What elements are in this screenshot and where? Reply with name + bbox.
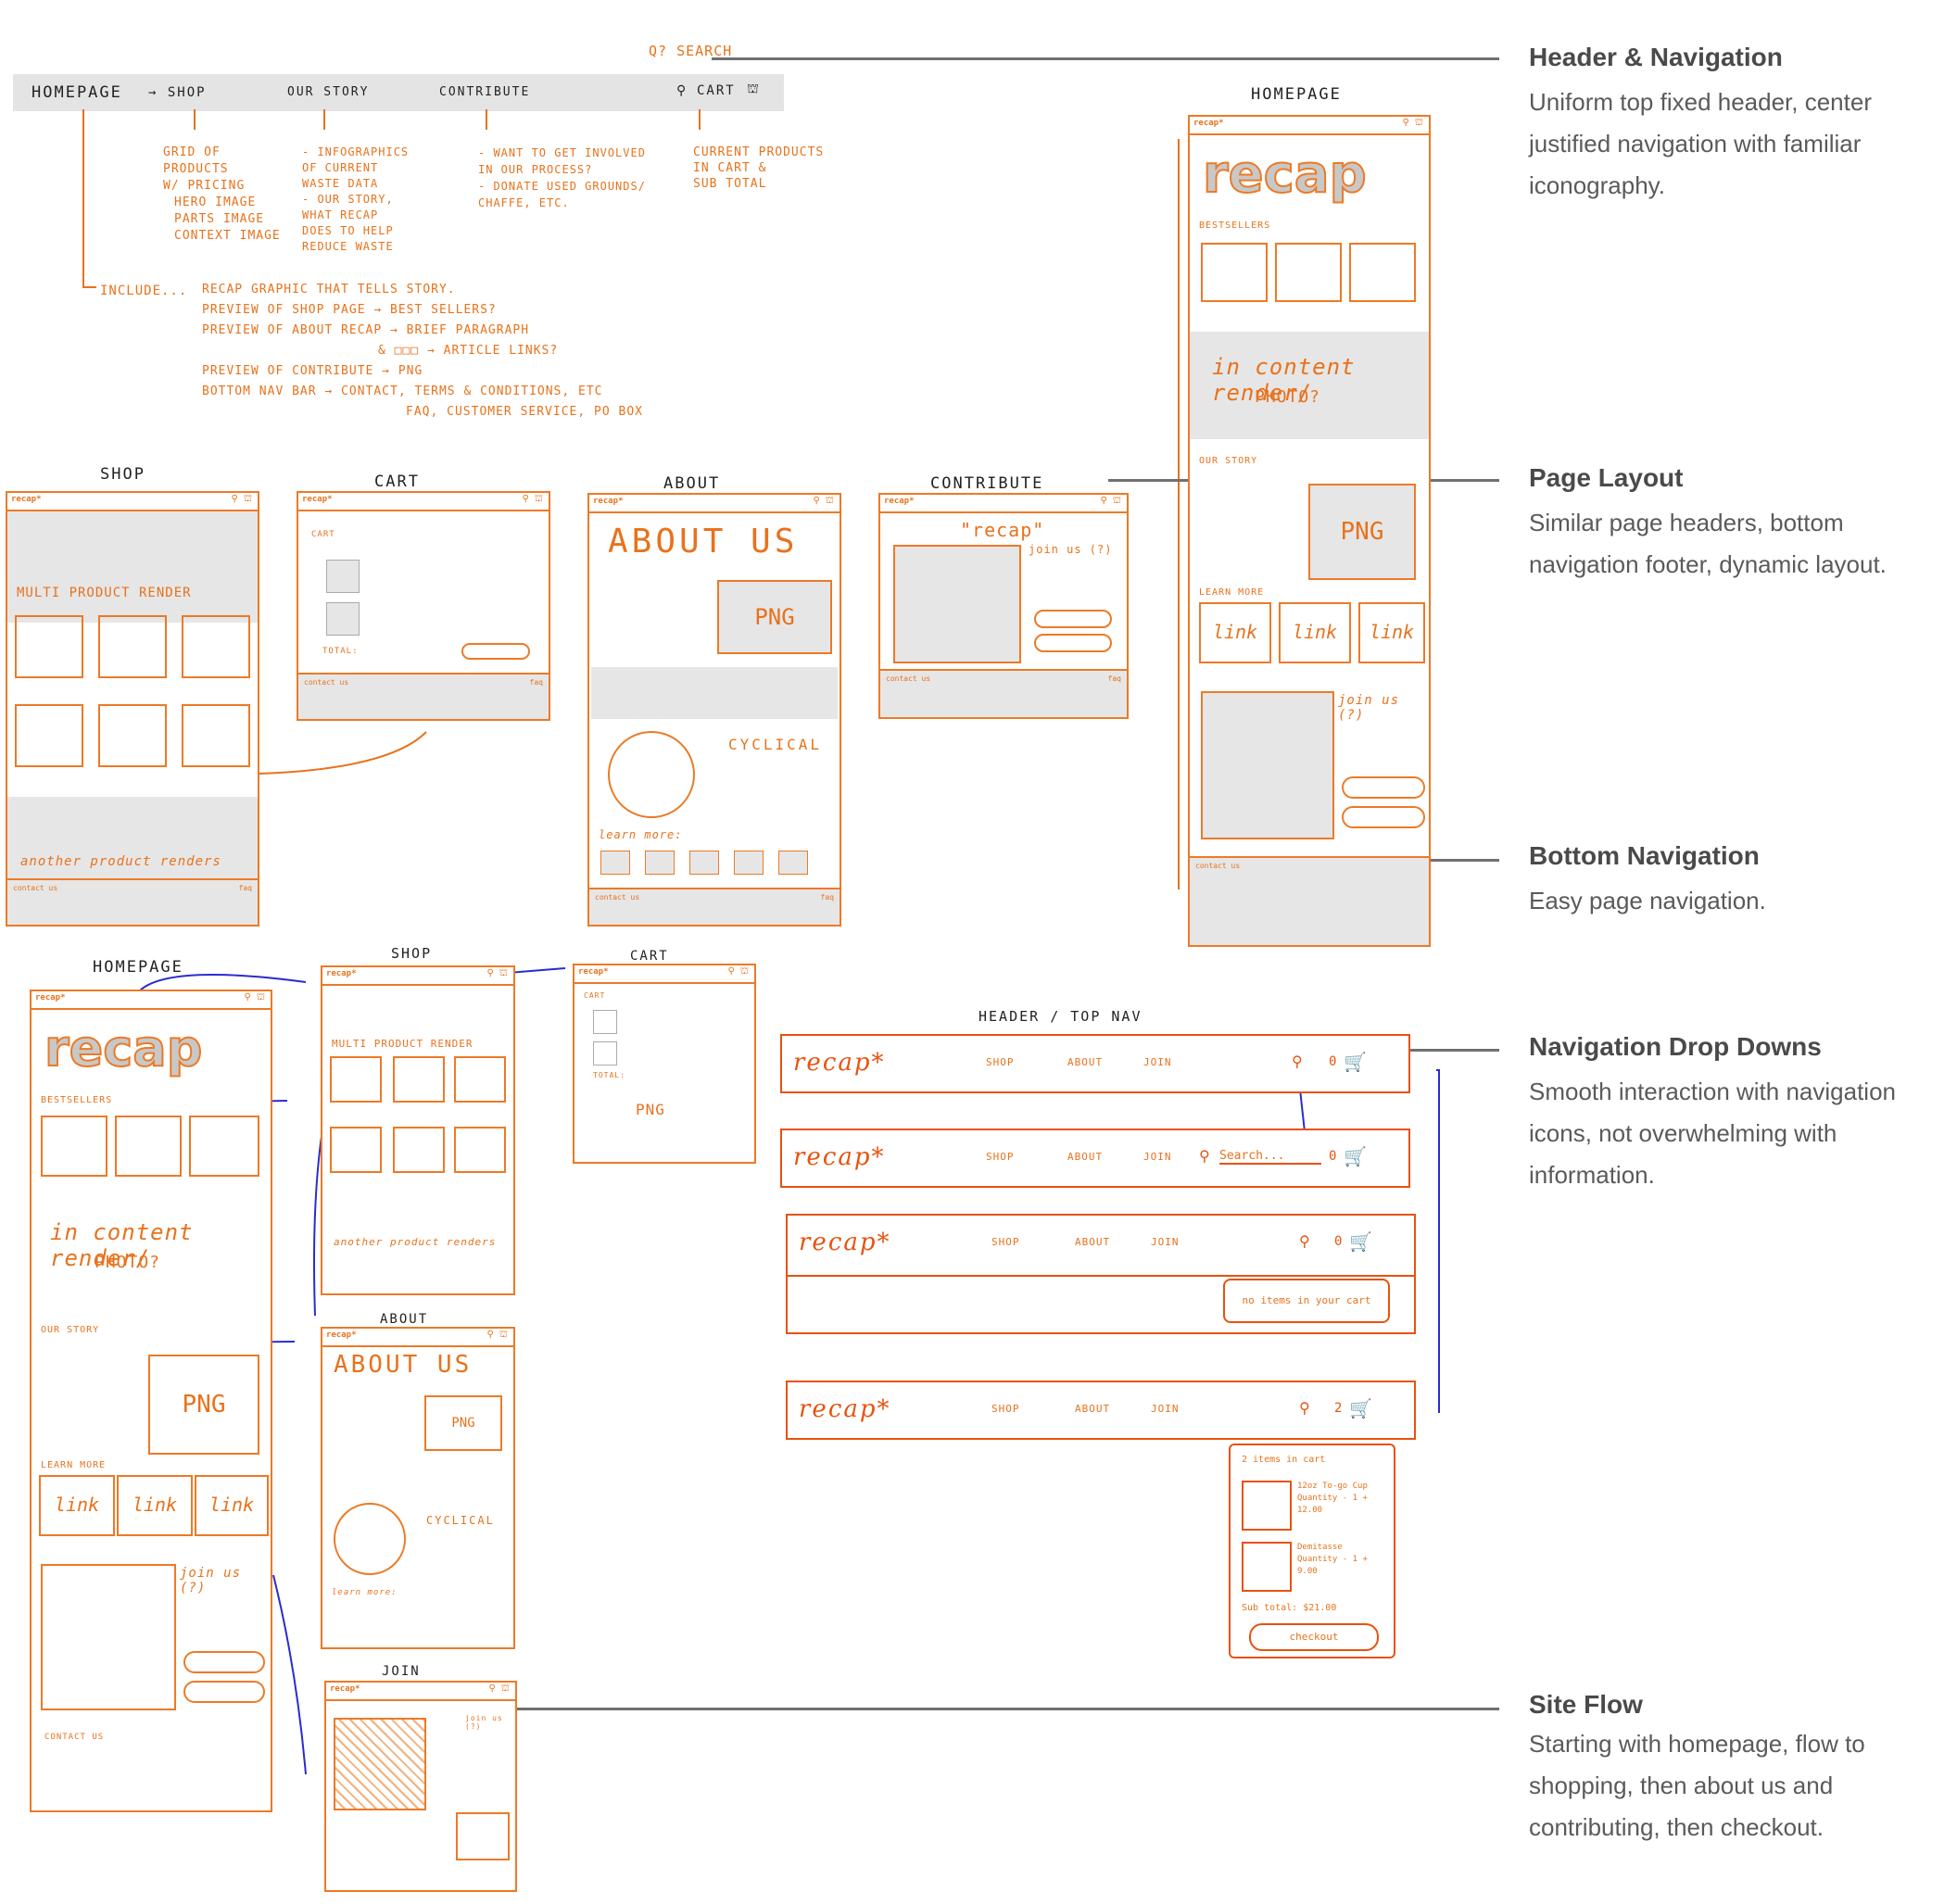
frame-shop-flow: recap*⚲ ⛫ MULTI PRODUCT RENDER another p…	[321, 965, 515, 1295]
label-cart-flow: CART	[630, 949, 669, 964]
nav-state-default: recap* SHOP ABOUT JOIN ⚲ 0 🛒	[780, 1034, 1410, 1093]
label-contribute: CONTRIBUTE	[930, 474, 1044, 493]
flow-shop-cart	[507, 967, 566, 974]
frame-about: recap*⚲ ⛫ ABOUT US PNG CYCLICAL learn mo…	[587, 493, 841, 927]
nav-shop[interactable]: SHOP	[986, 1056, 1015, 1068]
search-icon[interactable]: ⚲	[1299, 1399, 1310, 1417]
cart-icon[interactable]: 🛒	[1344, 1051, 1367, 1073]
recap-hero-logo: recap	[1202, 144, 1368, 206]
sitemap-homepage: HOMEPAGE	[32, 83, 122, 102]
png-placeholder: PNG	[717, 580, 832, 654]
frame-homepage-flow: recap*⚲ ⛫ recap BESTSELLERS in content r…	[30, 990, 272, 1812]
nav-state-search: recap* SHOP ABOUT JOIN ⚲ Search... 0 🛒	[780, 1129, 1410, 1188]
checkout-button[interactable]: checkout	[1249, 1623, 1379, 1651]
recap-logo[interactable]: recap*	[793, 1049, 886, 1077]
cup-thumbnail	[1242, 1481, 1292, 1531]
sitemap-nav-bar	[13, 74, 784, 111]
frame-footer: CONTACT US FAQ	[7, 878, 258, 925]
search-icon: ⚲	[1199, 1147, 1210, 1165]
label-shop: SHOP	[100, 465, 145, 484]
frame-homepage-right: recap*⚲ ⛫ recap BESTSELLERS in content r…	[1188, 115, 1431, 947]
subtotal: Sub total: $21.00	[1242, 1603, 1337, 1613]
annotation-page-layout: Page Layout Similar page headers, bottom…	[1529, 463, 1887, 578]
search-icon: ⚲	[676, 83, 688, 98]
nav-state-full-cart: recap* SHOP ABOUT JOIN ⚲ 2 🛒	[786, 1381, 1416, 1440]
arrow-include	[82, 109, 96, 288]
label-homepage-right: HOMEPAGE	[1251, 85, 1342, 104]
search-input[interactable]: Search...	[1219, 1149, 1321, 1165]
cart-icon[interactable]: 🛒	[1349, 1230, 1372, 1253]
demitasse-thumbnail	[1242, 1542, 1292, 1592]
cart-icon[interactable]: 🛒	[1349, 1397, 1372, 1419]
label-about: ABOUT	[663, 474, 721, 493]
cart-icon[interactable]: 🛒	[1344, 1145, 1367, 1167]
frame-contribute: recap*⚲ ⛫ "recap" join us (?) CONTACT US…	[878, 493, 1129, 719]
label-shop-flow: SHOP	[391, 945, 433, 962]
sitemap-our-story: OUR STORY	[287, 85, 370, 99]
search-note: Q? SEARCH	[649, 43, 733, 59]
flow-join	[272, 1574, 307, 1775]
search-icon[interactable]: ⚲	[1299, 1232, 1310, 1250]
sitemap-contribute: CONTRIBUTE	[439, 85, 531, 99]
include-label: INCLUDE...	[100, 284, 188, 298]
leader-dropdowns	[1349, 1049, 1499, 1052]
label-header-top-nav: HEADER / TOP NAV	[978, 1008, 1143, 1025]
sitemap-cart: CART	[697, 83, 736, 98]
frame-join: recap*⚲ ⛫ join us (?)	[324, 1681, 517, 1892]
label-join: JOIN	[382, 1664, 421, 1679]
empty-cart-dropdown: no items in your cart	[1223, 1279, 1390, 1323]
label-homepage-flow: HOMEPAGE	[93, 958, 183, 977]
frame-shop: recap*⚲ ⛫ MULTI PRODUCT RENDER another p…	[6, 491, 259, 927]
annotation-site-flow: Site Flow Starting with homepage, flow t…	[1529, 1690, 1865, 1841]
include-notes: RECAP GRAPHIC THAT TELLS STORY. PREVIEW …	[202, 283, 643, 419]
flow-nav-states	[1436, 1069, 1440, 1413]
frame-cart-flow: recap*⚲ ⛫ CART TOTAL: PNG	[573, 964, 756, 1164]
label-cart: CART	[374, 473, 420, 491]
nav-state-empty-cart: recap* SHOP ABOUT JOIN ⚲ 0 🛒 no items in…	[786, 1214, 1416, 1334]
arrow-shop-cart	[259, 731, 427, 775]
nav-about[interactable]: ABOUT	[1067, 1056, 1104, 1068]
multi-product-render: MULTI PRODUCT RENDER	[17, 586, 192, 600]
label-about-flow: ABOUT	[380, 1312, 429, 1327]
frame-header: recap*⚲ ⛫	[7, 493, 258, 511]
flow-home-shop	[138, 974, 307, 992]
frame-cart: recap*⚲ ⛫ CART TOTAL: CONTACT US FAQ	[297, 491, 550, 721]
cart-icon: ⛫	[747, 82, 761, 96]
leader-flow	[456, 1708, 1499, 1710]
nav-join[interactable]: JOIN	[1143, 1056, 1172, 1068]
about-us-heading: ABOUT US	[608, 523, 799, 561]
leader-header	[712, 57, 1499, 60]
annotation-bottom-navigation: Bottom Navigation Easy page navigation.	[1529, 841, 1766, 914]
annotation-navigation-drop-downs: Navigation Drop Downs Smooth interaction…	[1529, 1032, 1897, 1189]
search-icon[interactable]: ⚲	[1292, 1053, 1303, 1070]
sitemap-shop: → SHOP	[148, 85, 207, 100]
annotation-header-navigation: Header & Navigation Uniform top fixed he…	[1529, 43, 1872, 199]
frame-about-flow: recap*⚲ ⛫ ABOUT US PNG CYCLICAL learn mo…	[321, 1327, 515, 1649]
another-product-renders: another product renders	[20, 854, 221, 869]
